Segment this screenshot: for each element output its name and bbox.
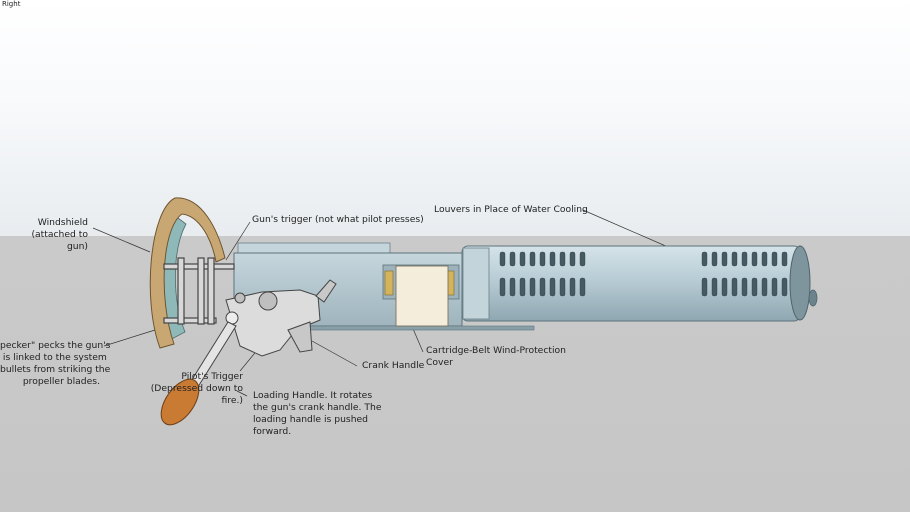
loading-handle [160, 321, 237, 426]
louvers [499, 251, 788, 297]
label-crank-handle: Crank Handle [362, 360, 425, 371]
label-pecker: pecker" pecks the gun's is linked to the… [0, 340, 111, 387]
label-windshield: Windshield (attached to gun) [31, 217, 88, 252]
label-guns-trigger: Gun's trigger (not what pilot presses) [252, 214, 424, 225]
label-pilot-trigger: Pilot's Trigger (Depressed down to fire.… [150, 371, 243, 406]
mount-frame [163, 257, 235, 325]
label-louvers: Louvers in Place of Water Cooling [434, 204, 588, 215]
cartridge-belt-cover [395, 265, 449, 327]
trigger-mechanism [225, 279, 337, 357]
label-cartridge-cover: Cartridge-Belt Wind-Protection Cover [426, 345, 566, 368]
scene-name-label: Right [2, 0, 21, 8]
label-loading-handle: Loading Handle. It rotates the gun's cra… [253, 390, 382, 437]
